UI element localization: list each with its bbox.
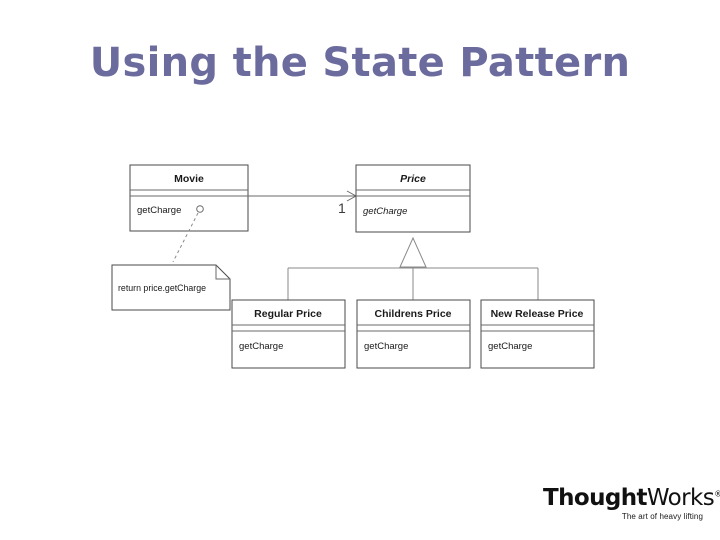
page-title: Using the State Pattern — [89, 40, 631, 86]
note-folded-corner — [215, 265, 230, 280]
trademark-symbol: ® — [714, 489, 720, 499]
movie-class-name: Movie — [174, 173, 204, 185]
price-box-outline — [355, 164, 471, 233]
generalization-connector — [287, 236, 539, 300]
note-anchor-circle — [196, 205, 204, 213]
class-box-movie: Movie getCharge — [129, 164, 249, 232]
note-box-outline — [111, 264, 231, 311]
price-method-getcharge: getCharge — [363, 206, 407, 217]
movie-box-outline — [129, 164, 249, 232]
regular-price-box-outline — [231, 299, 346, 369]
new-release-price-method-getcharge: getCharge — [488, 341, 532, 352]
logo-word-bold: Thought — [543, 485, 647, 511]
new-release-price-box-outline — [480, 299, 595, 369]
logo-tagline: The art of heavy lifting — [621, 512, 703, 521]
new-release-price-class-name: New Release Price — [491, 308, 584, 320]
regular-price-class-name: Regular Price — [254, 308, 322, 320]
uml-class-diagram: Movie getCharge return price.getCharge 1 — [105, 158, 595, 373]
class-box-price: Price getCharge — [355, 164, 471, 233]
childrens-price-box-outline — [356, 299, 471, 369]
regular-price-method-getcharge: getCharge — [239, 341, 283, 352]
logo-word-light: Works — [646, 485, 715, 511]
price-class-name: Price — [400, 173, 426, 185]
childrens-price-class-name: Childrens Price — [374, 308, 451, 320]
thoughtworks-logo: ThoughtWorks® The art of heavy lifting — [543, 485, 720, 527]
note-text: return price.getCharge — [118, 283, 206, 293]
generalization-triangle — [399, 236, 427, 268]
class-box-childrens-price: Childrens Price getCharge — [356, 299, 471, 369]
class-box-regular-price: Regular Price getCharge — [231, 299, 346, 369]
association-multiplicity: 1 — [338, 200, 346, 216]
thoughtworks-wordmark: ThoughtWorks® — [543, 485, 720, 511]
movie-method-getcharge: getCharge — [137, 205, 181, 216]
uml-diagram-svg: Movie getCharge return price.getCharge 1 — [111, 164, 595, 369]
note-box: return price.getCharge — [111, 264, 231, 311]
class-box-new-release-price: New Release Price getCharge — [480, 299, 595, 369]
childrens-price-method-getcharge: getCharge — [364, 341, 408, 352]
